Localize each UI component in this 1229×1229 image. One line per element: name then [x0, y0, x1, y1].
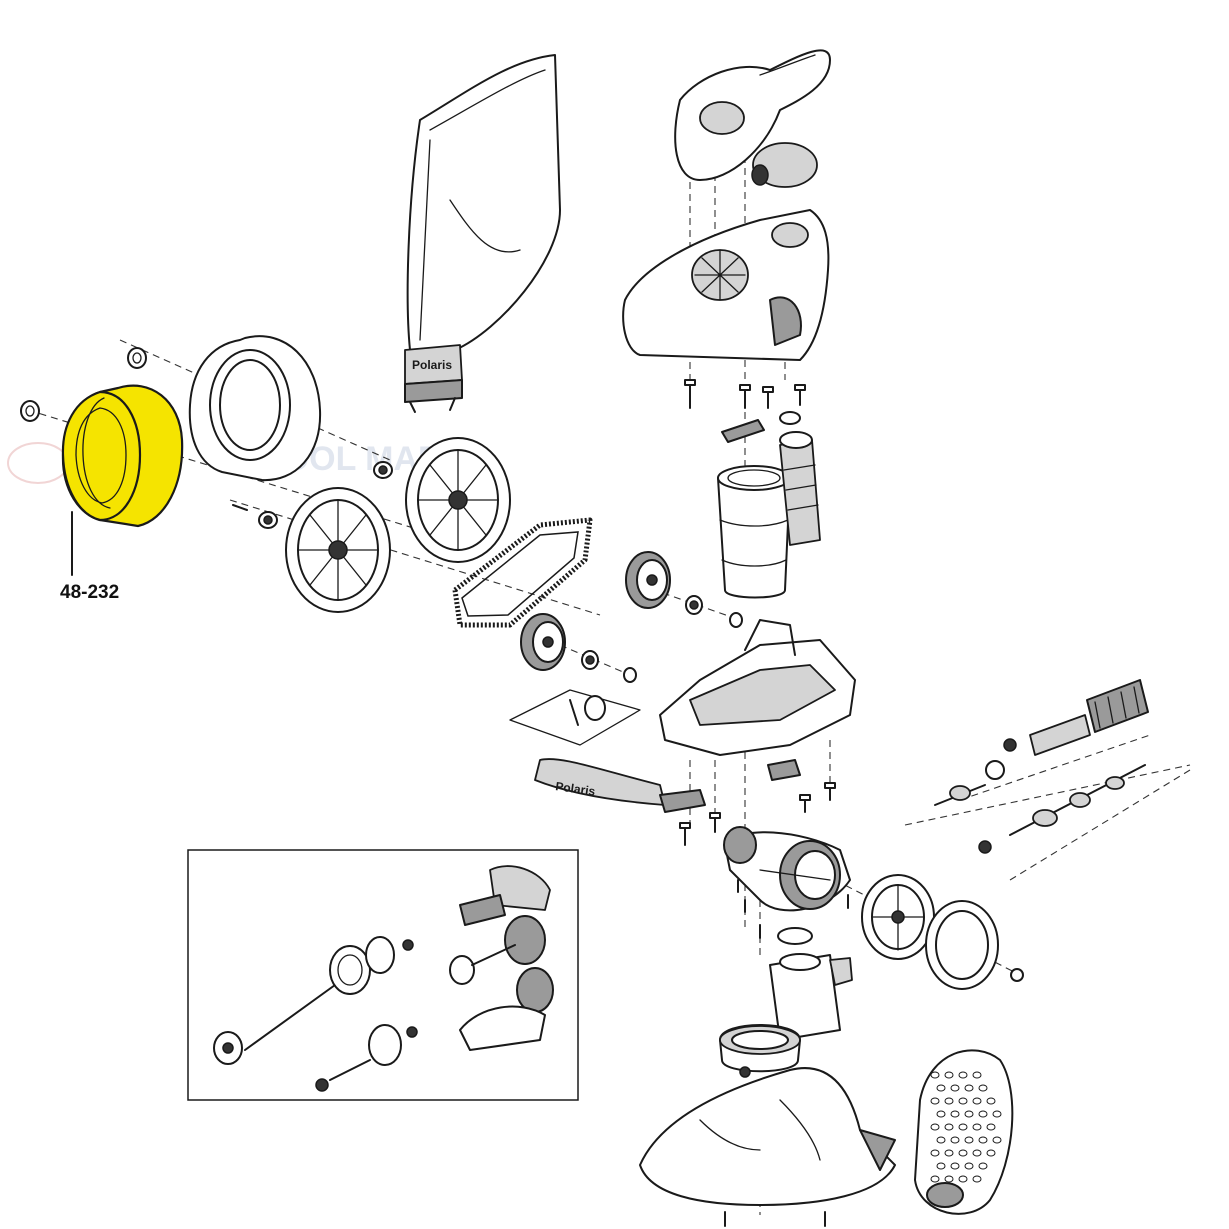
grid-hole: [958, 1175, 968, 1183]
grid-hole: [972, 1149, 982, 1157]
grid-hole: [978, 1110, 988, 1118]
grid-hole: [944, 1097, 954, 1105]
washer-right: [1010, 968, 1024, 982]
spring-tube: [779, 431, 821, 546]
screws-lower: [679, 782, 849, 939]
axle-1: [934, 784, 986, 806]
top-handle: [674, 49, 831, 181]
lower-swivel-body: [769, 953, 853, 1041]
inset-top-cover: [459, 865, 551, 926]
grid-hole: [950, 1110, 960, 1118]
bumper-brand-label: Polaris: [555, 779, 597, 798]
assembly-lines: [27, 120, 1191, 1215]
grid-hole: [964, 1136, 974, 1144]
hose-clip: [721, 419, 765, 443]
grid-hole: [972, 1123, 982, 1131]
grid-hole: [972, 1097, 982, 1105]
screw-1: [232, 504, 248, 511]
grid-hole: [986, 1149, 996, 1157]
inset-box: [187, 849, 579, 1101]
gear-pulley-2: [520, 613, 566, 671]
nozzle-part: [985, 714, 1091, 780]
lower-turbine-ring: [719, 1024, 801, 1078]
screws-top: [684, 379, 806, 409]
float-part: [751, 142, 818, 188]
grid-hole: [936, 1110, 946, 1118]
o-ring-1: [779, 411, 801, 425]
debris-bag: Polaris: [404, 54, 561, 413]
wheel-front: [285, 487, 391, 613]
grid-hole: [936, 1084, 946, 1092]
washer-left-1: [20, 400, 40, 422]
grid-hole: [972, 1175, 982, 1183]
grid-hole: [992, 1136, 1002, 1144]
washer-3: [729, 612, 743, 628]
grid-hole: [978, 1162, 988, 1170]
grid-hole: [944, 1149, 954, 1157]
callout: 48-232: [60, 511, 119, 603]
highlighted-tire[interactable]: [61, 384, 184, 528]
drive-belt: [452, 517, 593, 628]
wheel-back: [405, 437, 511, 563]
tire-right: [925, 900, 999, 990]
grid-hole: [978, 1136, 988, 1144]
body-frame: [659, 619, 856, 756]
grid-hole: [958, 1071, 968, 1079]
grid-hole: [958, 1123, 968, 1131]
inset-axle: [213, 936, 414, 1065]
o-ring-2: [777, 927, 813, 945]
hardware-inset: [509, 689, 641, 746]
grid-hole: [958, 1149, 968, 1157]
grid-hole: [972, 1071, 982, 1079]
wheel-right: [861, 874, 935, 960]
filter-sleeve: [1086, 679, 1149, 733]
inset-gear-lower: [315, 1024, 418, 1092]
grid-hole: [930, 1175, 940, 1183]
top-body-shell: [622, 209, 830, 361]
grid-hole: [964, 1084, 974, 1092]
small-cap: [978, 840, 992, 854]
bearing-3: [685, 595, 703, 615]
grid-hole: [964, 1110, 974, 1118]
grid-hole: [950, 1136, 960, 1144]
bag-brand-label: Polaris: [412, 358, 452, 372]
grid-hole: [930, 1149, 940, 1157]
sole-grid: [914, 1049, 1014, 1215]
latch-right: [767, 759, 801, 781]
grid-hole: [944, 1123, 954, 1131]
grid-hole: [986, 1097, 996, 1105]
grid-hole: [944, 1175, 954, 1183]
bottom-base: [639, 1067, 896, 1227]
grid-hole: [936, 1136, 946, 1144]
grid-hole: [930, 1123, 940, 1131]
front-bumper: Polaris: [534, 758, 666, 806]
grid-hole: [936, 1162, 946, 1170]
grid-hole: [992, 1110, 1002, 1118]
grid-hole: [930, 1097, 940, 1105]
bearing-1: [373, 461, 393, 479]
grid-hole: [950, 1162, 960, 1170]
washer-left-2: [127, 347, 147, 369]
tire-rear: [188, 335, 322, 482]
inset-gearbox: [449, 915, 554, 1051]
grid-hole: [986, 1123, 996, 1131]
grid-hole: [930, 1071, 940, 1079]
grid-hole: [964, 1162, 974, 1170]
gear-pulley-1: [625, 551, 671, 609]
latch-left: [659, 789, 706, 813]
grid-hole: [978, 1084, 988, 1092]
swivel-cylinder: [717, 465, 791, 599]
axle-2: [1009, 764, 1146, 836]
grid-hole: [950, 1084, 960, 1092]
bearing-2: [258, 511, 278, 529]
bearing-4: [581, 650, 599, 670]
washer-4: [623, 667, 637, 683]
grid-hole: [944, 1071, 954, 1079]
gearbox-assembly: [723, 826, 851, 912]
part-number-label: 48-232: [60, 582, 119, 603]
grid-hole: [958, 1097, 968, 1105]
